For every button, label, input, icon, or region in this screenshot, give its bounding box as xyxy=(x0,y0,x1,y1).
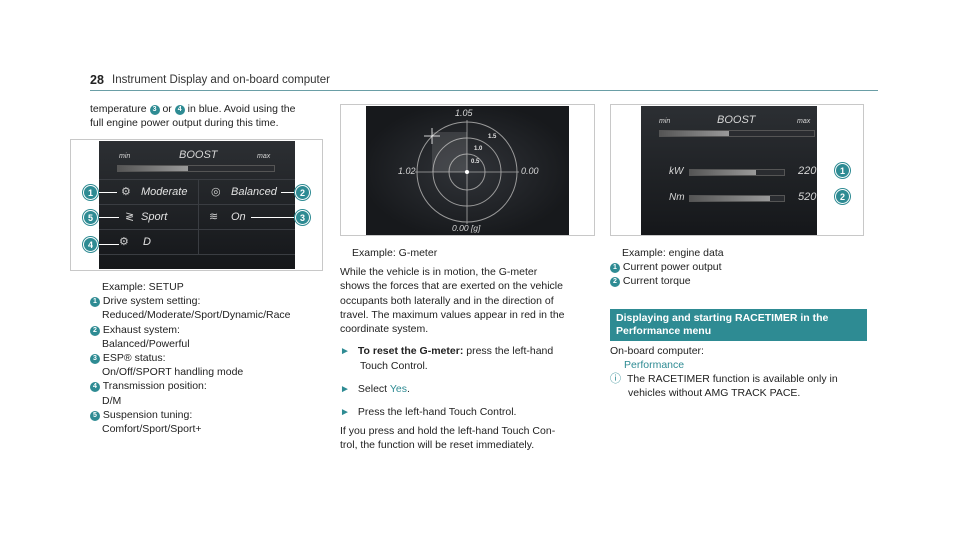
exhaust-icon: ◎ xyxy=(211,186,221,198)
gmeter-para-2: If you press and hold the left-hand Touc… xyxy=(340,425,556,438)
callout-2: 2 xyxy=(295,185,310,200)
legend-value: Reduced/Moderate/Sport/Dynamic/Race xyxy=(102,309,291,322)
callout-1: 1 xyxy=(835,163,850,178)
legend-value: D/M xyxy=(102,394,122,407)
nm-label: Nm xyxy=(669,192,685,203)
callout-3: 3 xyxy=(295,210,310,225)
ring-label-1-0: 1.0 xyxy=(474,146,483,152)
performance-menu-link[interactable]: Performance xyxy=(624,358,685,371)
ring-label-1-5: 1.5 xyxy=(488,134,497,140)
legend-item: 3 ESP® status: xyxy=(90,351,330,365)
boost-max-label: max xyxy=(257,153,271,160)
boost-bar xyxy=(659,130,815,137)
setup-items: 1 Drive system setting: Reduced/Moderate… xyxy=(90,294,330,436)
transmission-value: D xyxy=(143,236,151,248)
boost-bar xyxy=(117,165,275,172)
gmeter-para-1: While the vehicle is in motion, the G-me… xyxy=(340,266,538,279)
ring-label-0-5: 0.5 xyxy=(471,159,480,165)
suspension-value: Sport xyxy=(141,211,168,223)
setup-display: min BOOST max ⚙ Moderate ◎ Balanced ≷ Sp… xyxy=(99,141,295,269)
column-left-intro: temperature 3 or 4 in blue. Avoid using … xyxy=(90,102,330,130)
legend-value: Comfort/Sport/Sport+ xyxy=(102,423,202,436)
callout-4: 4 xyxy=(83,237,98,252)
esp-icon: ≋ xyxy=(209,211,219,223)
step-press: ►Press the left-hand Touch Control. xyxy=(340,405,517,418)
legend-value: Balanced/Powerful xyxy=(102,337,190,350)
page-number: 28 xyxy=(90,73,104,87)
step-arrow-icon: ► xyxy=(340,346,350,358)
step-arrow-icon: ► xyxy=(340,406,350,418)
gmeter-graphic: 1.5 1.0 0.5 xyxy=(415,120,519,224)
boost-bar-fill xyxy=(660,131,730,136)
info-icon: ⓘ xyxy=(610,373,621,386)
legend-item: 1 Drive system setting: xyxy=(90,294,330,308)
boost-bar-fill xyxy=(118,166,189,171)
boost-min-label: min xyxy=(659,118,671,125)
exhaust-value: Balanced xyxy=(231,186,277,198)
intro-line-1: temperature 3 or 4 in blue. Avoid using … xyxy=(90,103,296,115)
kw-label: kW xyxy=(669,166,684,177)
legend-value: On/Off/SPORT handling mode xyxy=(102,366,244,379)
engine-screenshot: min BOOST max kW 220 Nm 520 1 2 xyxy=(610,104,864,236)
gmeter-caption: Example: G-meter xyxy=(352,247,438,259)
engine-icon: ⚙ xyxy=(121,186,131,198)
g-bottom-value: 0.00 [g] xyxy=(452,223,481,233)
suspension-icon: ≷ xyxy=(125,211,135,223)
callout-2: 2 xyxy=(835,189,850,204)
engine-caption: Example: engine data xyxy=(622,247,724,259)
g-max-area xyxy=(432,132,467,172)
onboard-label: On-board computer: xyxy=(610,344,704,357)
setup-caption: Example: SETUP xyxy=(102,281,184,293)
yes-link[interactable]: Yes xyxy=(389,382,407,395)
step-arrow-icon: ► xyxy=(340,383,350,395)
esp-value: On xyxy=(231,211,246,223)
racetimer-heading: Displaying and starting RACETIMER in the… xyxy=(610,308,867,341)
gmeter-screenshot: 1.5 1.0 0.5 1.05 1.02 0.00 0.00 [g] xyxy=(340,104,595,236)
callout-ref: 3 xyxy=(149,105,160,115)
setup-legend: Example: SETUP 1 Drive system setting: R… xyxy=(90,280,330,436)
setup-screenshot: min BOOST max ⚙ Moderate ◎ Balanced ≷ Sp… xyxy=(70,139,323,271)
nm-bar-fill xyxy=(690,196,770,201)
nm-bar xyxy=(689,195,785,202)
step-select-yes: ►Select Yes. xyxy=(340,382,410,395)
g-current-point xyxy=(465,170,469,174)
boost-max-label: max xyxy=(797,118,811,125)
engine-display: min BOOST max kW 220 Nm 520 xyxy=(641,106,817,235)
intro-line-2: full engine power output during this tim… xyxy=(90,117,279,130)
kw-bar-fill xyxy=(690,170,756,175)
page-title: Instrument Display and on-board computer xyxy=(112,74,330,86)
transmission-icon: ⚙ xyxy=(119,236,129,248)
callout-ref: 4 xyxy=(174,105,185,115)
kw-value: 220 xyxy=(798,165,817,177)
legend-item: 2 Exhaust system: xyxy=(90,323,330,337)
nm-value: 520 xyxy=(798,191,817,203)
drive-system-value: Moderate xyxy=(141,186,188,198)
boost-label: BOOST xyxy=(179,149,218,161)
page-header: 28 Instrument Display and on-board compu… xyxy=(90,73,878,91)
g-left-value: 1.02 xyxy=(398,166,416,176)
step-reset: ►To reset the G-meter: press the left-ha… xyxy=(340,345,554,358)
kw-bar xyxy=(689,169,785,176)
engine-text: Example: engine data 1 Current power out… xyxy=(610,246,878,400)
legend-item: 5 Suspension tuning: xyxy=(90,408,330,422)
gmeter-text: Example: G-meter While the vehicle is in… xyxy=(340,246,598,452)
g-right-value: 0.00 xyxy=(521,166,539,176)
gmeter-display: 1.5 1.0 0.5 1.05 1.02 0.00 0.00 [g] xyxy=(366,106,569,235)
legend-item: 4 Transmission position: xyxy=(90,379,330,393)
boost-label: BOOST xyxy=(717,114,756,126)
boost-min-label: min xyxy=(119,153,131,160)
legend-item: 2 Current torque xyxy=(610,274,878,288)
legend-item: 1 Current power output xyxy=(610,260,878,274)
callout-1: 1 xyxy=(83,185,98,200)
g-top-value: 1.05 xyxy=(455,108,473,118)
callout-5: 5 xyxy=(83,210,98,225)
